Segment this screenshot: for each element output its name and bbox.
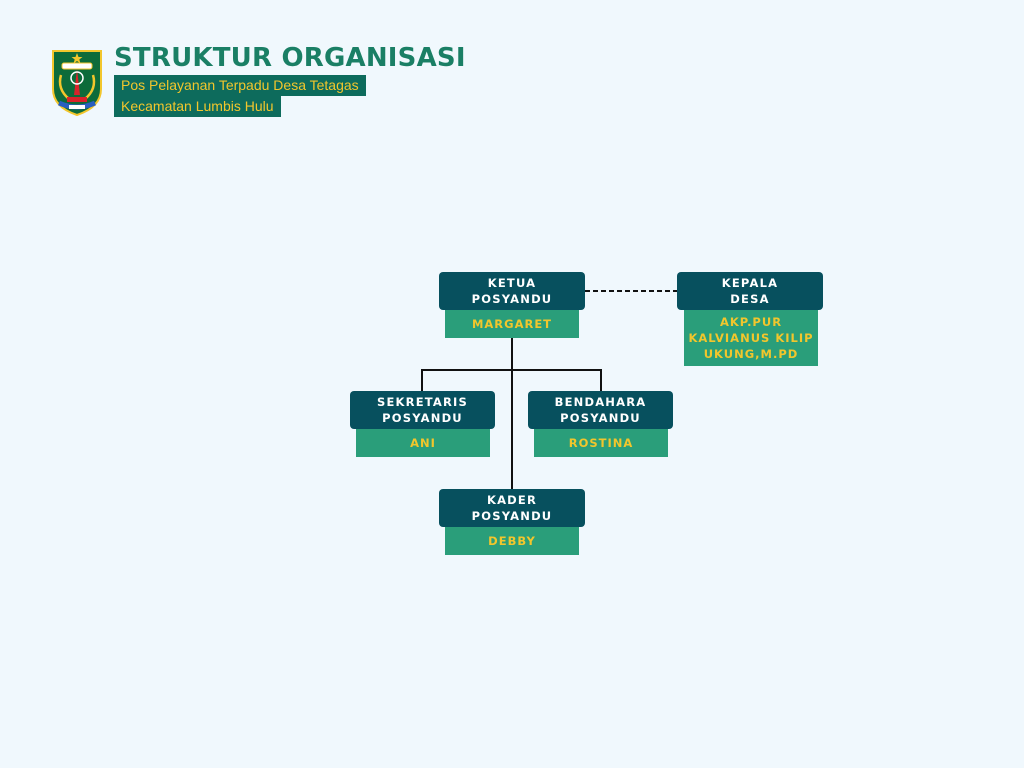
page-title: STRUKTUR ORGANISASI <box>114 43 466 73</box>
role-kepala-line1: KEPALA <box>721 276 779 290</box>
role-kader-line1: KADER <box>486 493 538 507</box>
role-box-bendahara: BENDAHARA POSYANDU <box>528 391 673 429</box>
name-box-kepala: AKP.PUR KALVIANUS KILIP UKUNG,M.PD <box>684 310 818 366</box>
name-kader: DEBBY <box>488 534 536 548</box>
name-kepala-line3: UKUNG,M.PD <box>703 347 799 361</box>
name-kepala-line1: AKP.PUR <box>719 315 783 329</box>
role-bendahara-line1: BENDAHARA <box>554 395 647 409</box>
name-sekretaris: ANI <box>410 436 436 450</box>
role-kepala-line2: DESA <box>730 292 770 306</box>
subtitle-district: Kecamatan Lumbis Hulu <box>114 96 281 117</box>
role-box-sekretaris: SEKRETARIS POSYANDU <box>350 391 495 429</box>
role-sekretaris-line2: POSYANDU <box>382 411 463 425</box>
name-box-kader: DEBBY <box>445 527 579 555</box>
role-box-kader: KADER POSYANDU <box>439 489 585 527</box>
name-box-sekretaris: ANI <box>356 429 490 457</box>
role-ketua-line1: KETUA <box>487 276 537 290</box>
name-box-ketua: MARGARET <box>445 310 579 338</box>
role-box-kepala: KEPALA DESA <box>677 272 823 310</box>
subtitle-organization: Pos Pelayanan Terpadu Desa Tetagas <box>114 75 366 96</box>
role-sekretaris-line1: SEKRETARIS <box>376 395 469 409</box>
name-box-bendahara: ROSTINA <box>534 429 668 457</box>
role-bendahara-line2: POSYANDU <box>560 411 641 425</box>
role-ketua-line2: POSYANDU <box>471 292 553 306</box>
name-kepala-line2: KALVIANUS KILIP <box>688 331 814 345</box>
role-box-ketua: KETUA POSYANDU <box>439 272 585 310</box>
role-kader-line2: POSYANDU <box>471 509 553 523</box>
regency-crest-icon <box>52 50 102 117</box>
name-bendahara: ROSTINA <box>568 436 634 450</box>
name-ketua: MARGARET <box>471 317 553 331</box>
